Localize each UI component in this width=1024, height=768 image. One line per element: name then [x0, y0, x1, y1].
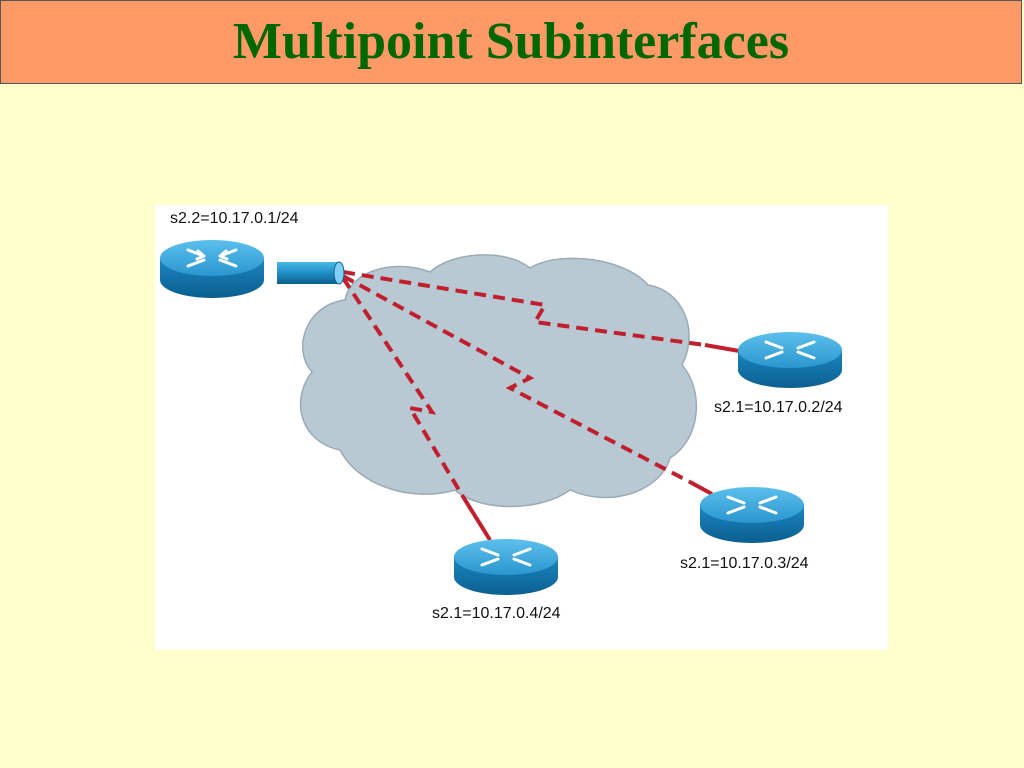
spoke-router-2-label: s2.1=10.17.0.2/24: [714, 399, 843, 416]
spoke-router-4-label: s2.1=10.17.0.4/24: [432, 605, 561, 622]
pvc-link-to-router-3: [342, 274, 691, 484]
spoke-router-4: [454, 539, 558, 595]
pvc-link-to-router-4-solid: [460, 493, 492, 542]
frame-relay-cloud-icon: [299, 254, 698, 508]
pvc-link-to-router-4: [341, 276, 464, 497]
pvc-link-to-router-2: [342, 270, 706, 347]
router-icon: [700, 487, 804, 543]
router-icon: [454, 539, 558, 595]
spoke-router-2: [738, 332, 842, 388]
hub-router: [160, 240, 345, 298]
router-icon: [738, 332, 842, 388]
hub-router-label: s2.2=10.17.0.1/24: [170, 210, 299, 227]
frame-relay-links: [341, 270, 746, 542]
serial-interface-icon: [277, 261, 345, 285]
pvc-link-to-router-3-solid: [689, 480, 713, 496]
slide-title: Multipoint Subinterfaces: [232, 13, 790, 70]
title-bar: Multipoint Subinterfaces: [0, 0, 1022, 84]
spoke-router-3: [700, 487, 804, 543]
router-icon: [160, 240, 264, 298]
spoke-router-3-label: s2.1=10.17.0.3/24: [680, 555, 809, 572]
